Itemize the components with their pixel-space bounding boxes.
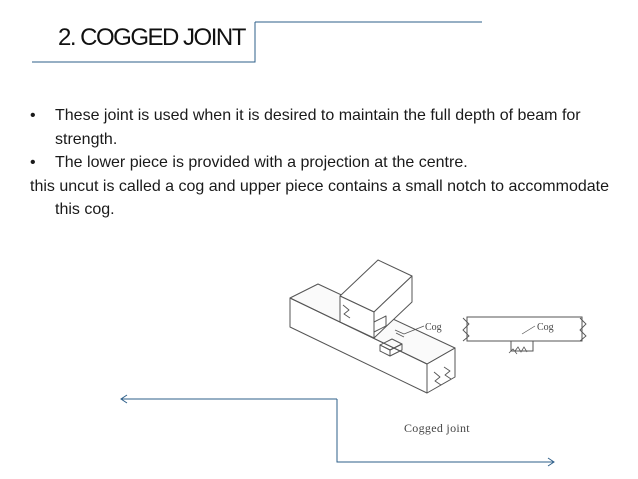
bullet-text-1: These joint is used when it is desired t… — [55, 107, 581, 148]
bullet-marker: • — [30, 154, 36, 171]
bullet-item-1: • These joint is used when it is desired… — [30, 104, 610, 151]
body-text: • These joint is used when it is desired… — [30, 104, 610, 222]
title-frame-lines — [32, 21, 482, 63]
cog-label-right: Cog — [537, 322, 554, 333]
bullet-item-2: • The lower piece is provided with a pro… — [30, 151, 610, 175]
bullet-marker: • — [30, 107, 36, 124]
slide-title: 2. COGGED JOINT — [58, 24, 246, 51]
figure-caption: Cogged joint — [404, 421, 470, 435]
body-paragraph: this uncut is called a cog and upper pie… — [30, 177, 609, 219]
bullet-text-2: The lower piece is provided with a proje… — [55, 154, 468, 171]
cogged-joint-drawing — [120, 259, 587, 467]
cog-label-left: Cog — [425, 322, 442, 333]
